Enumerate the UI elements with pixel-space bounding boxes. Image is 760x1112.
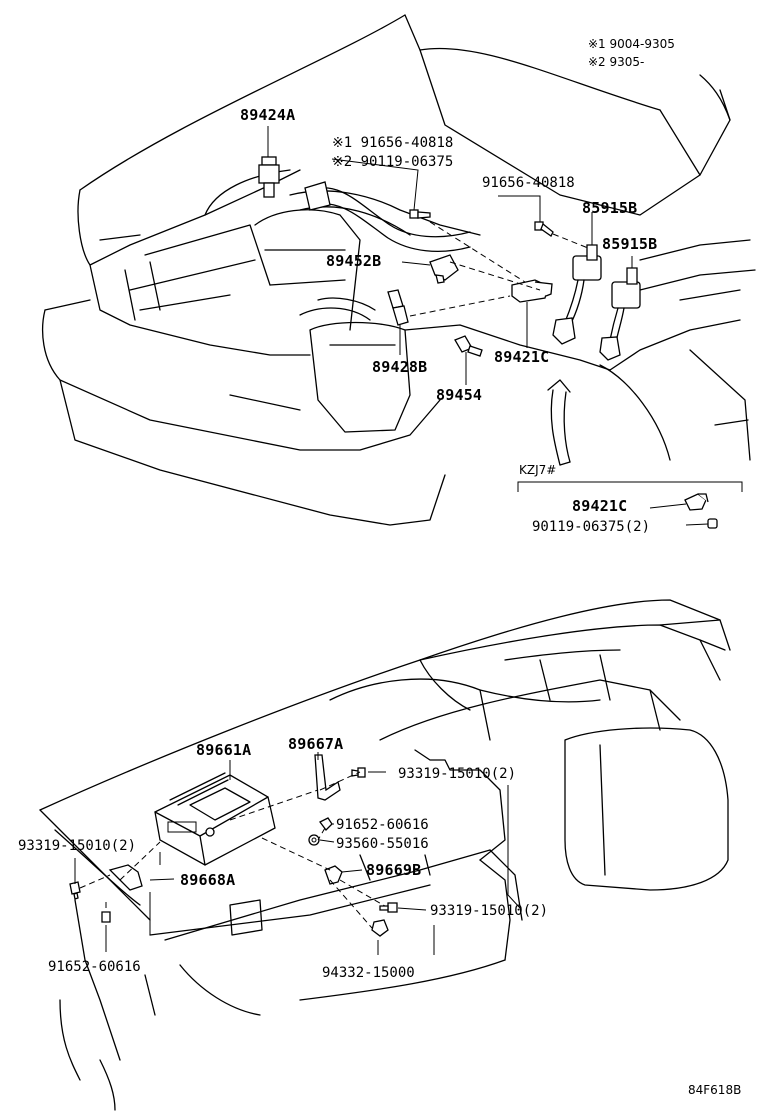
label-89428B: 89428B	[372, 358, 427, 376]
label-89452B: 89452B	[326, 252, 381, 270]
label-91656-40818: 91656-40818	[482, 175, 575, 191]
label-89661A: 89661A	[196, 741, 251, 759]
label-89669B: 89669B	[366, 861, 421, 879]
note-1: ※1 9004-9305	[588, 37, 675, 51]
label-89424A: 89424A	[240, 106, 295, 124]
labels: ※1 9004-9305 ※2 9305- 89424A ※1 91656-40…	[18, 37, 741, 1097]
label-93319-15010-left: 93319-15010(2)	[18, 838, 136, 854]
label-93319-15010-top: 93319-15010(2)	[398, 766, 516, 782]
inset-label-90119-06375: 90119-06375(2)	[532, 519, 650, 535]
inset-label-89421C: 89421C	[572, 497, 627, 515]
drawing-code: 84F618B	[688, 1083, 741, 1097]
label-91656-40818-note1: ※1 91656-40818	[332, 135, 453, 151]
label-90119-06375-note2: ※2 90119-06375	[332, 154, 453, 170]
inset-title: KZJ7#	[519, 463, 556, 477]
label-91652-60616-right: 91652-60616	[336, 817, 429, 833]
label-89668A: 89668A	[180, 871, 235, 889]
label-89421C: 89421C	[494, 348, 549, 366]
vehicle-front-drawing	[42, 14, 756, 526]
note-2: ※2 9305-	[588, 55, 644, 69]
label-85915B-a: 85915B	[582, 199, 637, 217]
dashboard-drawing	[39, 599, 731, 1111]
ecu-parts	[69, 754, 398, 937]
label-89454: 89454	[436, 386, 482, 404]
label-93560-55016: 93560-55016	[336, 836, 429, 852]
label-93319-15010-bottom: 93319-15010(2)	[430, 903, 548, 919]
label-91652-60616-left: 91652-60616	[48, 959, 141, 975]
upper-leader-lines	[267, 126, 633, 385]
label-94332-15000: 94332-15000	[322, 965, 415, 981]
label-89667A: 89667A	[288, 735, 343, 753]
kzj7-inset	[517, 481, 743, 529]
label-85915B-b: 85915B	[602, 235, 657, 253]
engine-bay-parts	[258, 156, 641, 361]
lower-leader-lines	[74, 752, 521, 955]
